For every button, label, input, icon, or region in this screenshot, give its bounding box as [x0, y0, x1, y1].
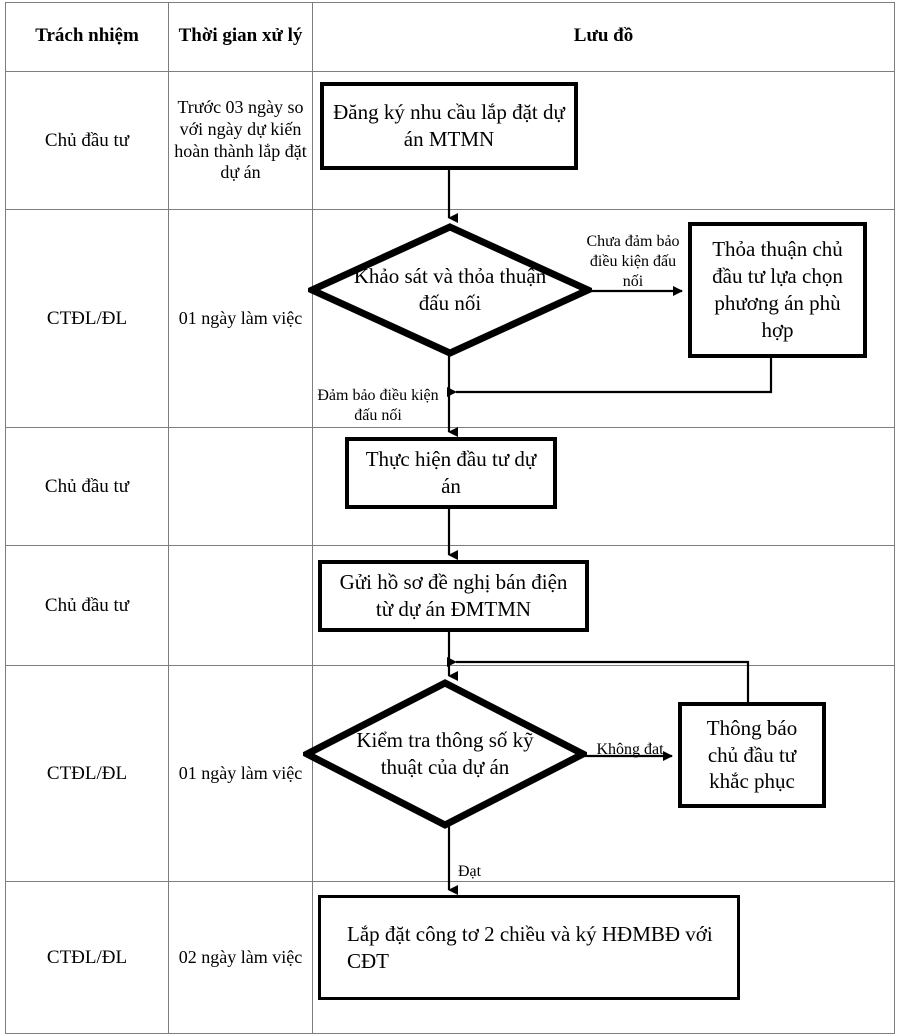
- cell-time: Trước 03 ngày so với ngày dự kiến hoàn t…: [168, 71, 313, 210]
- node-survey-decision-label: Khảo sát và thỏa thuận đấu nối: [353, 263, 547, 315]
- node-notify[interactable]: Thông báo chủ đầu tư khắc phục: [678, 702, 826, 808]
- cell-responsibility: CTĐL/ĐL: [5, 209, 169, 428]
- node-submit-label: Gửi hồ sơ đề nghị bán điện từ dự án ĐMTM…: [339, 570, 568, 621]
- edge-label-qualified-text: Đảm bảo điều kiện đấu nối: [317, 387, 439, 424]
- node-check-decision-labelbox: Kiểm tra thông số kỹ thuật của dự án: [303, 679, 587, 829]
- header-responsibility: Trách nhiệm: [5, 2, 169, 72]
- node-submit[interactable]: Gửi hồ sơ đề nghị bán điện từ dự án ĐMTM…: [318, 560, 589, 632]
- cell-responsibility: Chủ đầu tư: [5, 427, 169, 546]
- cell-responsibility: Chủ đầu tư: [5, 545, 169, 666]
- node-agreement-label: Thỏa thuận chủ đầu tư lựa chọn phương án…: [712, 237, 843, 342]
- header-flowchart: Lưu đồ: [312, 2, 895, 72]
- table-row: Chủ đầu tư: [5, 427, 895, 546]
- process-table: Trách nhiệm Thời gian xử lý Lưu đồ Chủ đ…: [5, 2, 895, 1034]
- node-install[interactable]: Lắp đặt công tơ 2 chiều và ký HĐMBĐ với …: [318, 895, 740, 1000]
- diamond-shape: [303, 679, 587, 829]
- node-invest-label: Thực hiện đầu tư dự án: [365, 447, 537, 498]
- node-agreement[interactable]: Thỏa thuận chủ đầu tư lựa chọn phương án…: [688, 222, 867, 358]
- edge-label-fail: Không đạt: [585, 720, 675, 760]
- node-install-label: Lắp đặt công tơ 2 chiều và ký HĐMBĐ với …: [347, 921, 713, 973]
- cell-responsibility: CTĐL/ĐL: [5, 881, 169, 1034]
- edge-label-pass-text: Đạt: [458, 863, 482, 880]
- cell-time: [168, 427, 313, 546]
- table-header: Trách nhiệm Thời gian xử lý Lưu đồ: [5, 2, 895, 72]
- edge-label-qualified: Đảm bảo điều kiện đấu nối: [312, 366, 444, 426]
- node-survey-decision[interactable]: Khảo sát và thỏa thuận đấu nối: [308, 223, 592, 357]
- node-notify-label: Thông báo chủ đầu tư khắc phục: [706, 715, 798, 794]
- edge-label-fail-text: Không đạt: [596, 741, 664, 758]
- header-row: Trách nhiệm Thời gian xử lý Lưu đồ: [5, 2, 895, 72]
- cell-responsibility: CTĐL/ĐL: [5, 665, 169, 882]
- diamond-shape: [308, 223, 592, 357]
- edge-label-not-qualified-text: Chưa đảm bảo điều kiện đấu nối: [586, 233, 680, 290]
- cell-responsibility: Chủ đầu tư: [5, 71, 169, 210]
- node-register[interactable]: Đăng ký nhu cầu lắp đặt dự án MTMN: [320, 82, 578, 170]
- cell-time: 01 ngày làm việc: [168, 209, 313, 428]
- header-time: Thời gian xử lý: [168, 2, 313, 72]
- node-register-label: Đăng ký nhu cầu lắp đặt dự án MTMN: [333, 100, 565, 151]
- cell-time: 01 ngày làm việc: [168, 665, 313, 882]
- cell-time: 02 ngày làm việc: [168, 881, 313, 1034]
- node-check-decision[interactable]: Kiểm tra thông số kỹ thuật của dự án: [303, 679, 587, 829]
- node-check-decision-label: Kiểm tra thông số kỹ thuật của dự án: [356, 727, 534, 779]
- edge-label-pass: Đạt: [458, 842, 508, 882]
- edge-label-not-qualified: Chưa đảm bảo điều kiện đấu nối: [578, 212, 688, 292]
- node-invest[interactable]: Thực hiện đầu tư dự án: [345, 437, 557, 509]
- node-survey-decision-labelbox: Khảo sát và thỏa thuận đấu nối: [308, 223, 592, 357]
- table-body: Chủ đầu tư Trước 03 ngày so với ngày dự …: [5, 71, 895, 1034]
- cell-time: [168, 545, 313, 666]
